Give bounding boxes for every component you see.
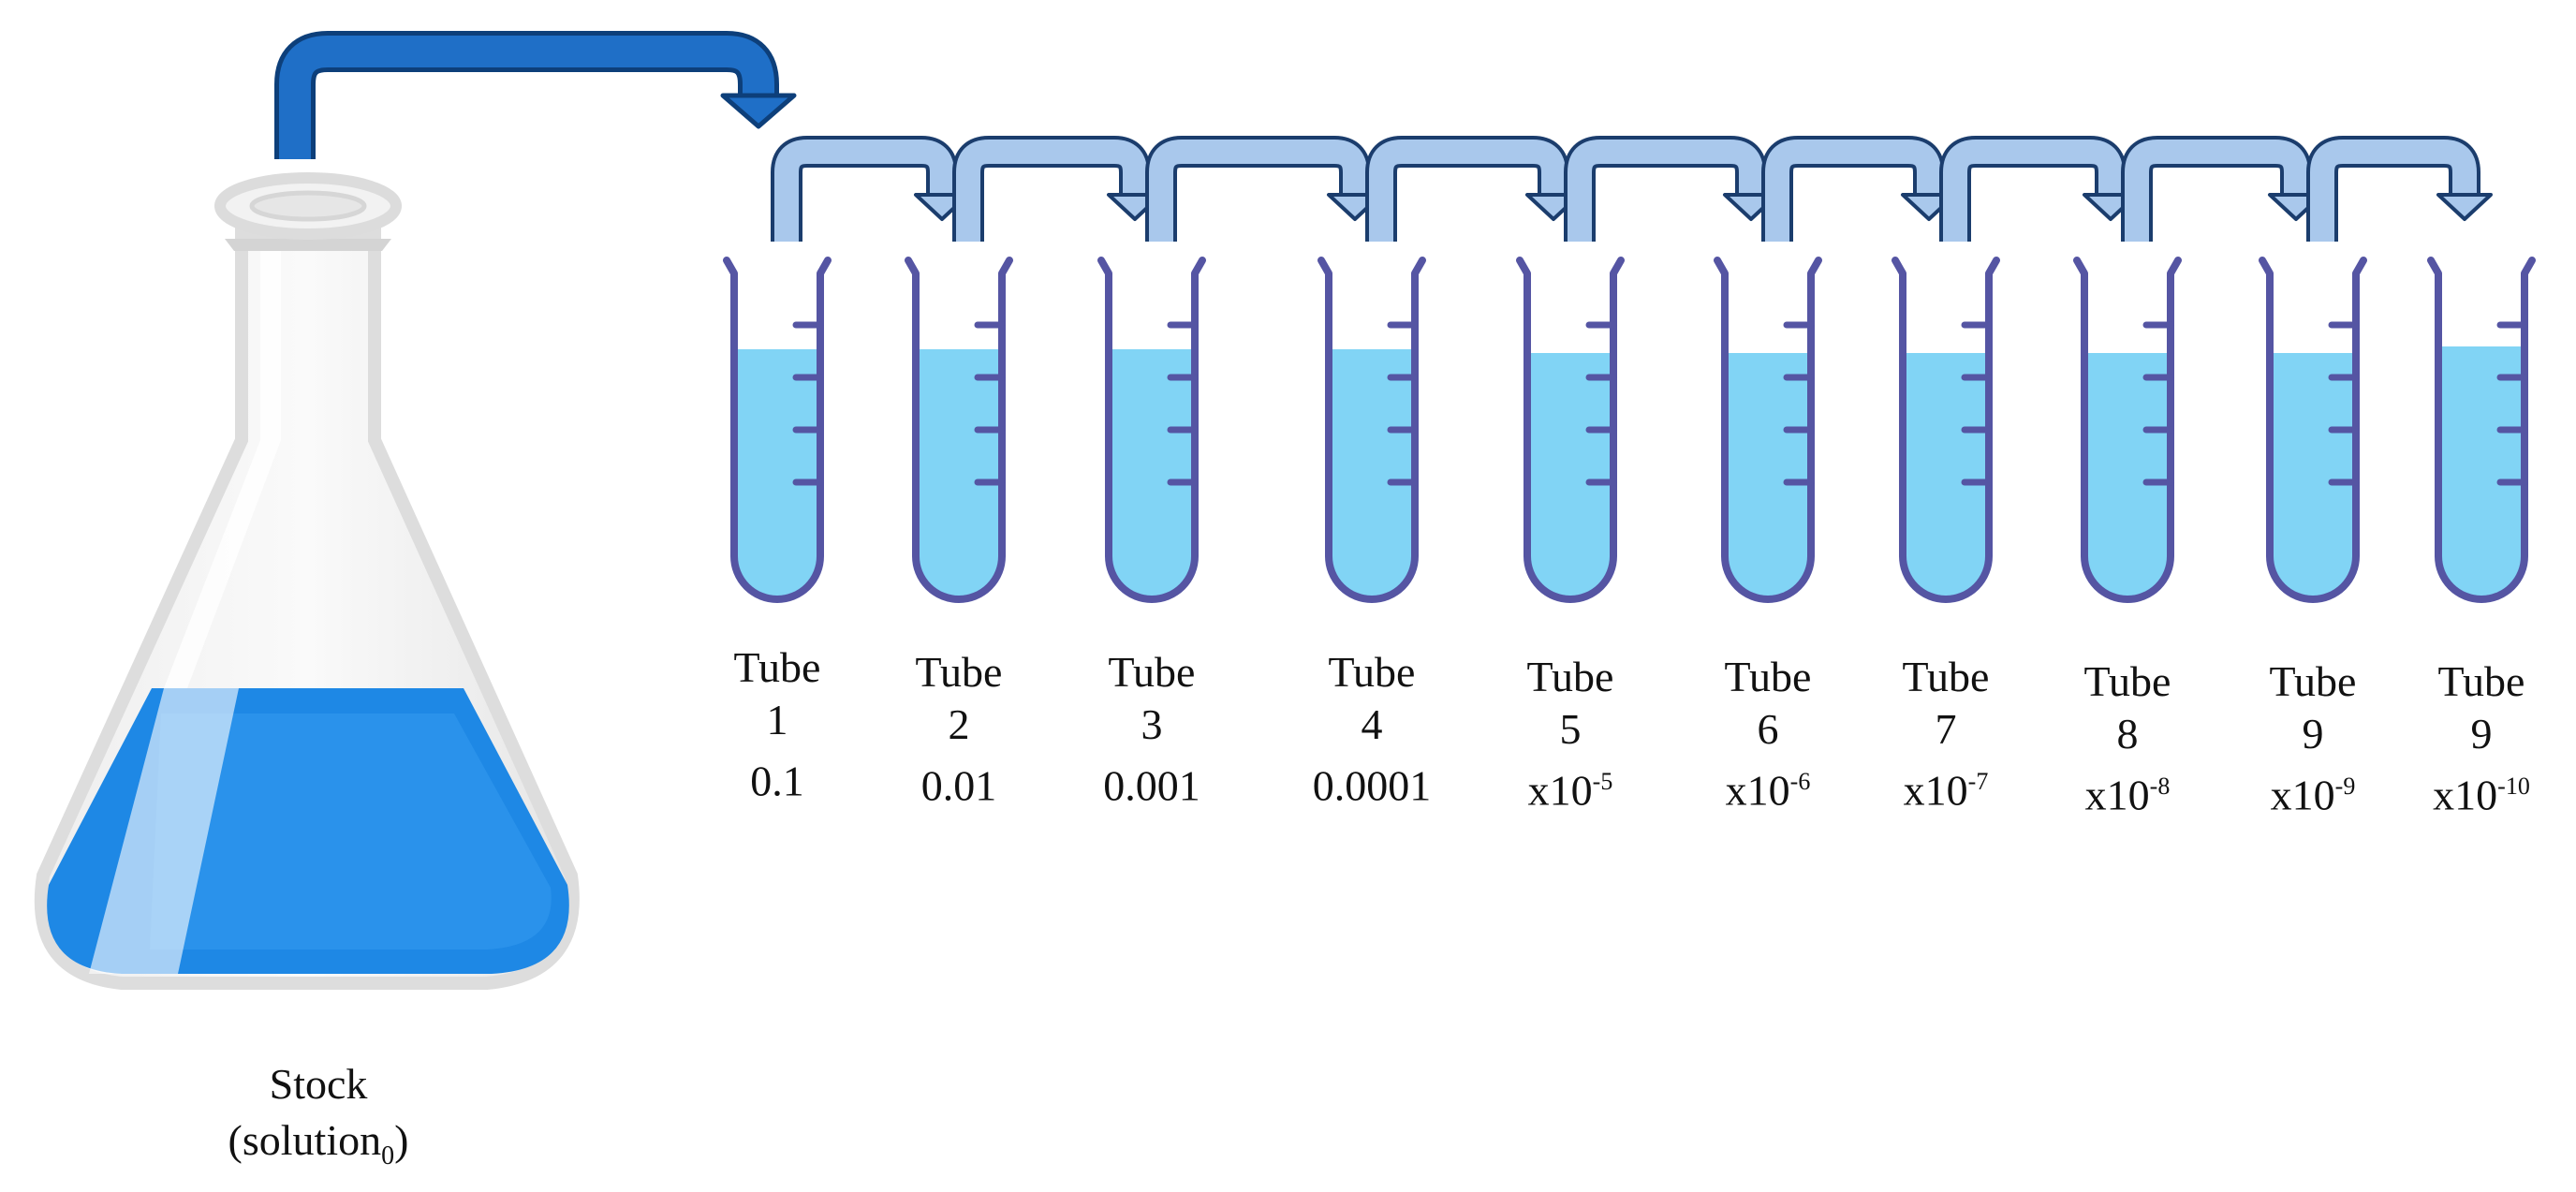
- tube-label: Tube 6 x10-6: [1674, 651, 1862, 817]
- tube-label-number: 4: [1361, 700, 1383, 748]
- transfer-arrow: [2306, 136, 2493, 242]
- tube-label: Tube 1 0.1: [684, 641, 871, 807]
- tube-label-concentration: 0.1: [750, 757, 804, 805]
- stock-label-line2: (solution0): [228, 1116, 409, 1171]
- tube-liquid: [2438, 346, 2524, 599]
- tube-label-number: 9: [2302, 710, 2324, 758]
- tube-label-concentration: 0.0001: [1312, 761, 1432, 810]
- tube-label: Tube 5 x10-5: [1477, 651, 1664, 817]
- tube-liquid: [1527, 353, 1613, 599]
- tube-outline: [1097, 257, 1206, 603]
- tube-label-word: Tube: [1328, 648, 1416, 696]
- tube-label-word: Tube: [1526, 653, 1614, 700]
- tube-outline: [1714, 257, 1822, 603]
- test-tube: [2073, 257, 2182, 603]
- flask-opening: [249, 190, 367, 222]
- tube-outline: [723, 257, 832, 603]
- tube-label-word: Tube: [1902, 653, 1990, 700]
- tube-label-number: 7: [1935, 705, 1957, 753]
- test-tube: [2259, 257, 2367, 603]
- tube-label-number: 8: [2116, 710, 2139, 758]
- tube-label-concentration: x10-5: [1527, 766, 1613, 815]
- transfer-arrow: [952, 136, 1163, 242]
- tube-outline: [2259, 257, 2367, 603]
- tube-label-number: 2: [948, 700, 970, 748]
- tube-label-word: Tube: [915, 648, 1003, 696]
- tube-label-concentration: 0.01: [920, 761, 997, 810]
- tube-outline: [2427, 257, 2536, 603]
- transfer-arrow: [1365, 136, 1582, 242]
- tube-label-concentration: x10-6: [1725, 766, 1811, 815]
- tube-label-word: Tube: [1724, 653, 1812, 700]
- tube-label-number: 5: [1559, 705, 1582, 753]
- test-tube: [1317, 257, 1426, 603]
- tube-label: Tube 9 x10-9: [2219, 655, 2407, 821]
- flask-liquid-highlight: [150, 714, 552, 949]
- tube-label-number: 9: [2470, 710, 2493, 758]
- stock-transfer-arrow: [274, 31, 797, 159]
- tube-label-word: Tube: [733, 643, 821, 691]
- transfer-arrow: [1761, 136, 1957, 242]
- tube-outline: [1892, 257, 2000, 603]
- tube-liquid: [1725, 353, 1811, 599]
- stock-label: Stock (solution0): [169, 1056, 468, 1185]
- transfer-arrow: [2121, 136, 2324, 242]
- test-tube: [1097, 257, 1206, 603]
- tube-label-number: 1: [766, 696, 788, 743]
- tube-label-word: Tube: [2437, 657, 2525, 705]
- tube-label-word: Tube: [1108, 648, 1196, 696]
- tube-liquid: [1109, 349, 1195, 599]
- test-tube: [1892, 257, 2000, 603]
- tube-label: Tube 8 x10-8: [2034, 655, 2221, 821]
- tube-label-concentration: x10-7: [1903, 766, 1989, 815]
- tube-outline: [905, 257, 1013, 603]
- tube-label-concentration: x10-10: [2433, 771, 2530, 819]
- tube-label-word: Tube: [2269, 657, 2357, 705]
- tube-liquid: [2270, 353, 2356, 599]
- tube-outline: [1516, 257, 1625, 603]
- stock-flask: [34, 172, 580, 990]
- tube-label-concentration: x10-9: [2270, 771, 2356, 819]
- test-tube: [1516, 257, 1625, 603]
- tube-liquid: [2084, 353, 2171, 599]
- tube-label: Tube 9 x10-10: [2388, 655, 2575, 821]
- tube-liquid: [1329, 349, 1415, 599]
- tube-label: Tube 7 x10-7: [1852, 651, 2039, 817]
- transfer-arrow: [1564, 136, 1779, 242]
- test-tube: [1714, 257, 1822, 603]
- tube-label-word: Tube: [2083, 657, 2171, 705]
- test-tube: [723, 257, 832, 603]
- tube-outline: [1317, 257, 1426, 603]
- tube-liquid: [916, 349, 1002, 599]
- flask-glass-highlight: [89, 688, 239, 974]
- flask-rim-shadow: [225, 239, 391, 251]
- transfer-arrow: [1145, 136, 1383, 242]
- transfer-arrows: [771, 136, 2493, 242]
- tube-label-number: 3: [1141, 700, 1163, 748]
- test-tubes: [723, 257, 2536, 603]
- test-tube: [905, 257, 1013, 603]
- transfer-arrow: [1939, 136, 2139, 242]
- tube-liquid: [734, 349, 820, 599]
- flask-neck-highlight: [164, 245, 281, 688]
- transfer-arrow: [771, 136, 970, 242]
- tube-liquid: [1903, 353, 1989, 599]
- tube-label-number: 6: [1757, 705, 1779, 753]
- tube-outline: [2073, 257, 2182, 603]
- stock-label-line1: Stock: [269, 1060, 368, 1108]
- tube-label-concentration: 0.001: [1103, 761, 1200, 810]
- tube-label-concentration: x10-8: [2084, 771, 2171, 819]
- test-tube: [2427, 257, 2536, 603]
